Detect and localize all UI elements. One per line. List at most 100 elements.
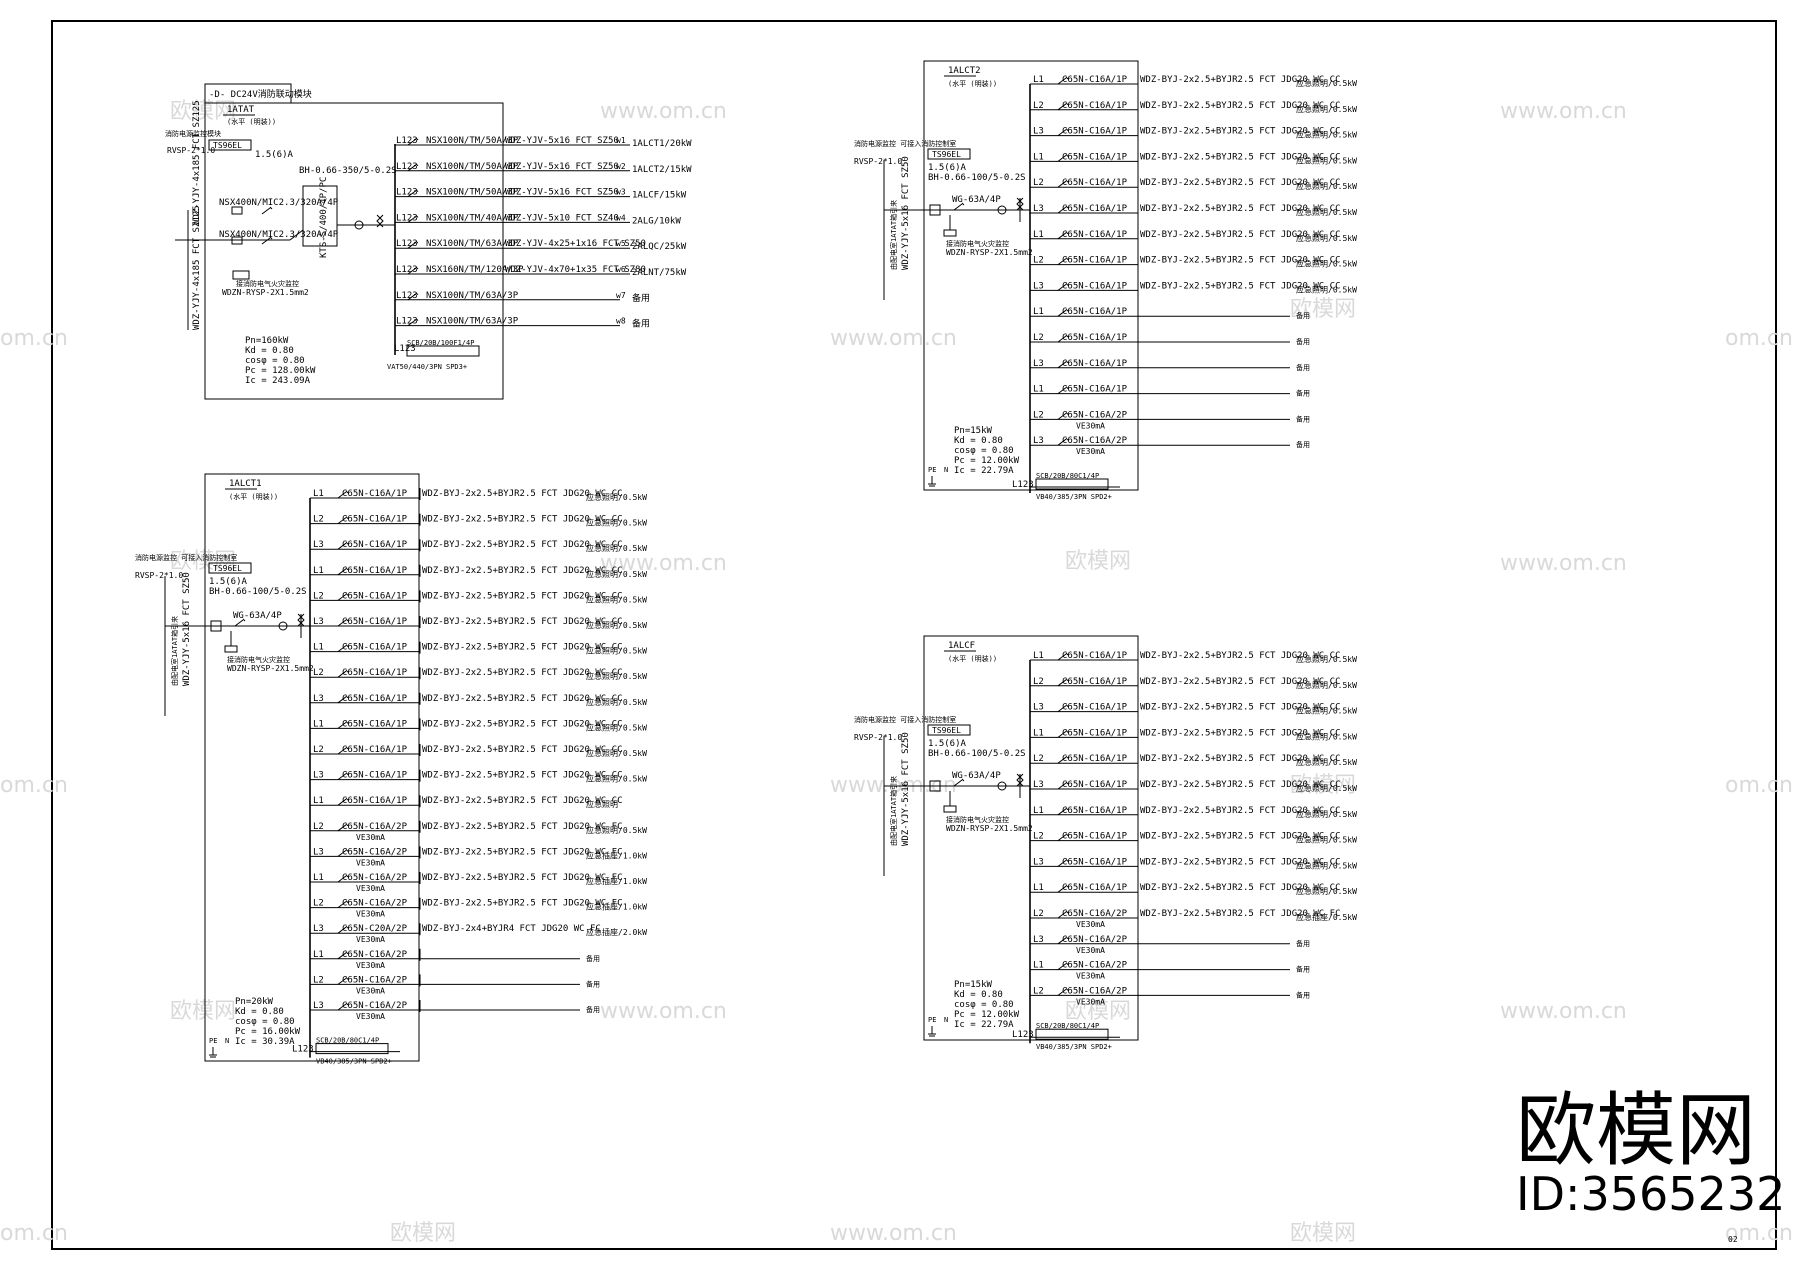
circuit-breaker-symbol [337, 721, 349, 729]
breaker-mark [1065, 936, 1069, 940]
circuit-breaker-symbol [1057, 781, 1069, 790]
circuit-breaker-symbol [407, 215, 419, 223]
circuit-cable: WDZ-BYJ-2x2.5+BYJR2.5 FCT JDG20 WC CC [422, 719, 622, 729]
watermark-text: om.cn [0, 773, 68, 798]
fire-monitor-cable: WDZN-RYSP-2X1.5mm2 [222, 288, 309, 297]
breaker-mark [345, 797, 349, 801]
circuit-breaker-symbol [1057, 412, 1069, 420]
circuit-breaker: C65N-C16A/2P [342, 950, 408, 960]
circuit-breaker: NSX100N/TM/63A/3P [426, 291, 519, 301]
circuit-cable: WDZ-BYJ-2x2.5+BYJR2.5 FCT JDG20 WC CC [422, 566, 622, 576]
breaker-mark [269, 206, 273, 210]
circuit-breaker-symbol [1057, 76, 1069, 85]
circuit-load: 应急照明/0.5kW [1296, 130, 1357, 140]
circuit-phase: L2 [313, 745, 324, 755]
circuit-breaker-symbol [1057, 386, 1069, 395]
circuit-breaker-symbol [1057, 884, 1069, 893]
circuit-cable: WDZ-BYJ-2x2.5+BYJR2.5 FCT JDG20 WC CC [1140, 728, 1340, 738]
circuit-phase: L2 [313, 822, 324, 832]
meter-box [927, 724, 971, 736]
circuit-breaker-symbol [1057, 910, 1069, 919]
breaker-contact [1057, 653, 1067, 661]
circuit-breaker: C65N-C16A/1P [342, 591, 408, 601]
breaker-contact [1057, 963, 1067, 970]
circuit-phase: L3 [313, 540, 324, 550]
circuit-breaker-symbol [1057, 652, 1069, 661]
breaker-mark [345, 874, 349, 878]
circuit-phase: L1 [313, 489, 324, 499]
circuit-breaker-symbol [337, 849, 349, 857]
circuit-phase: L3 [313, 694, 324, 704]
circuit-breaker-symbol [407, 318, 419, 327]
breaker-mark [345, 593, 349, 596]
circuit-phase: L2 [1033, 677, 1044, 687]
circuit-phase: L3 [1033, 281, 1044, 291]
breaker-mark [1065, 386, 1069, 389]
main-breaker-symbol [234, 618, 246, 627]
breaker-mark [1065, 962, 1069, 965]
circuit-load: 应急插座/2.0kW [586, 927, 647, 937]
circuit-load: 应急照明/0.5kW [1296, 886, 1357, 896]
meter-note: 消防电源监控 可接入消防控制室 [854, 715, 956, 724]
breaker-contact [1057, 361, 1067, 369]
panel-1alct1: 1ALCT1(水平 (明装))消防电源监控 可接入消防控制室TS96ELRVSP… [135, 473, 647, 1066]
circuit-number: w3 [616, 188, 626, 197]
circuit-rcd: VE30mA [356, 884, 385, 893]
circuit-breaker: C65N-C16A/1P [1062, 333, 1128, 343]
breaker-contact [1057, 808, 1067, 816]
breaker-mark [961, 778, 965, 782]
circuit-phase: L2 [1033, 333, 1044, 343]
breaker-contact [337, 773, 347, 780]
circuit-breaker: C65N-C16A/2P [1062, 986, 1128, 996]
circuit-breaker: C65N-C16A/1P [342, 694, 408, 704]
circuit-phase: L2 [313, 668, 324, 678]
incoming-cable-2: WDZ-YJY-4x185 FCT SZ125 [192, 205, 202, 330]
circuit-phase: L3 [313, 1001, 324, 1011]
circuit-rcd: VE30mA [1076, 421, 1105, 430]
watermark-text: www.om.cn [830, 326, 957, 351]
circuit-number: w8 [616, 317, 626, 326]
breaker-contact [1057, 705, 1067, 712]
circuit-phase: L3 [1033, 703, 1044, 713]
summary-line: Pn=20kW [235, 997, 274, 1007]
summary-line: Pn=160kW [245, 336, 289, 346]
circuit-breaker: C65N-C16A/1P [1062, 307, 1128, 317]
circuit-breaker-symbol [337, 618, 349, 627]
circuit-breaker: NSX100N/TM/50A/3P [426, 162, 519, 172]
breaker-contact [337, 952, 347, 960]
breaker-mark [1065, 652, 1069, 656]
circuit-load: 应急照明/0.5kW [1296, 233, 1357, 243]
watermark-text: www.om.cn [600, 99, 727, 124]
ct-model: BH-0.66-350/5-0.2S [299, 166, 397, 176]
pe-label: PE [209, 1037, 217, 1045]
circuit-phase: L3 [313, 847, 324, 857]
meter-rating: 1.5(6)A [255, 150, 294, 160]
circuit-breaker-symbol [337, 567, 349, 576]
circuit-cable: WDZ-BYJ-2x2.5+BYJR2.5 FCT JDG20 WC FC [422, 899, 622, 909]
circuit-phase: L2 [1033, 754, 1044, 764]
circuit-cable: WDZ-BYJ-2x2.5+BYJR2.5 FCT JDG20 WC CC [1140, 230, 1340, 240]
circuit-cable: WDZ-YJV-5x10 FCT SZ40 [505, 213, 619, 223]
breaker-mark [415, 163, 419, 167]
main-isolator [278, 621, 288, 631]
fire-monitor-box [943, 805, 957, 813]
circuit-cable: WDZ-BYJ-2x2.5+BYJR2.5 FCT JDG20 WC CC [1140, 754, 1340, 764]
fuse-symbol [376, 214, 384, 228]
summary-line: Ic = 22.79A [954, 1020, 1014, 1030]
breaker-mark [345, 977, 349, 980]
breaker-contact [1057, 731, 1067, 738]
breaker-mark [415, 292, 419, 296]
summary-line: cosφ = 0.80 [245, 356, 305, 366]
circuit-rcd: VE30mA [1076, 920, 1105, 929]
incoming-cable: WDZ-YJY-5x16 FCT SZ50 [901, 156, 911, 270]
watermark-text: om.cn [1725, 773, 1793, 798]
circuit-breaker: C65N-C16A/1P [1062, 883, 1128, 893]
circuit-breaker-symbol [337, 823, 349, 832]
circuit-breaker: C65N-C16A/1P [1062, 703, 1128, 713]
ats-box [302, 185, 338, 247]
circuit-cable: WDZ-BYJ-2x2.5+BYJR2.5 FCT JDG20 WC CC [1140, 780, 1340, 790]
fire-monitor-cable: WDZN-RYSP-2X1.5mm2 [227, 664, 314, 673]
spd-box [315, 1043, 389, 1055]
breaker-mark [1065, 257, 1069, 260]
circuit-breaker: C65N-C20A/2P [342, 924, 408, 934]
